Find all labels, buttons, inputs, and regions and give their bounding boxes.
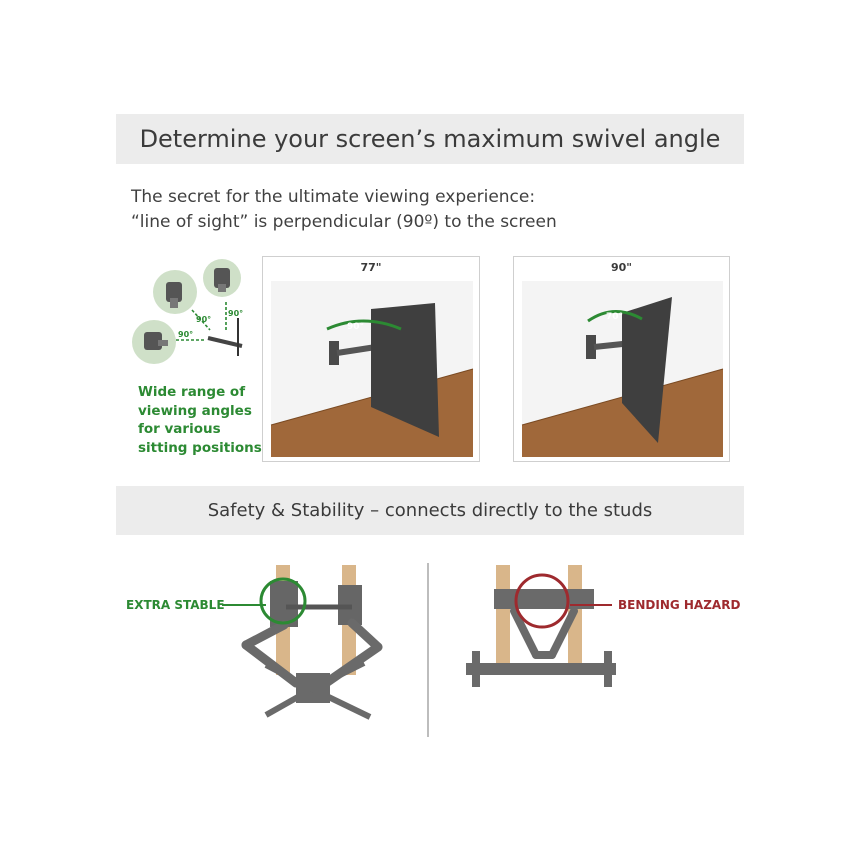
person-icon-top-left [166, 282, 182, 308]
stability-illustration [222, 563, 616, 737]
tv-bracket-arms-left [264, 660, 372, 720]
intro-text: The secret for the ultimate viewing expe… [131, 185, 731, 235]
viewing-positions-illustration: 90° 90° 90° [132, 259, 243, 364]
dual-arms [241, 618, 383, 688]
wall-plate [586, 335, 596, 359]
tv-swivel-illustration-90: 70° [521, 281, 724, 457]
safety-heading: Safety & Stability – connects directly t… [207, 500, 653, 521]
swivel-heading-band: Determine your screen’s maximum swivel a… [116, 114, 744, 164]
bending-hazard-label: BENDING HAZARD [618, 598, 741, 612]
extra-stable-label: EXTRA STABLE [126, 598, 225, 612]
intro-line-1: The secret for the ultimate viewing expe… [131, 187, 536, 207]
viewing-angles-caption: Wide range of viewing angles for various… [138, 383, 268, 457]
stability-comparison: EXTRA STABLE BENDING HAZARD [116, 555, 744, 745]
tv-screen [371, 303, 439, 437]
swivel-arrow-icon [587, 310, 643, 323]
angle-mark-1: 90° [196, 315, 211, 324]
viewing-positions-graphic: 90° 90° 90° [130, 258, 260, 386]
tv-size-label: 77" [360, 261, 382, 274]
viewing-angles-line-2: viewing angles [138, 402, 252, 419]
safety-heading-band: Safety & Stability – connects directly t… [116, 486, 744, 535]
viewing-angles-line-1: Wide range of [138, 384, 246, 400]
angle-badge: 70° [606, 312, 623, 322]
sightline-arrows-icon [176, 302, 227, 341]
tv-rail-end-left [472, 651, 480, 687]
wood-floor [522, 369, 723, 457]
stud-right-1 [496, 565, 510, 675]
screen-icon [207, 318, 243, 356]
person-icon-left [144, 332, 168, 350]
angle-badge: 90° [347, 322, 364, 332]
tv-size-label: 90" [610, 261, 633, 274]
tv-size-panel-90: 70° 90" [513, 256, 730, 462]
swivel-arrow-icon [326, 319, 402, 331]
wall-plate [329, 341, 339, 365]
tv-swivel-illustration-77: 90° [270, 281, 474, 457]
intro-line-2: “line of sight” is perpendicular (90º) t… [131, 212, 557, 232]
tv-screen [622, 297, 672, 443]
person-icon-top-right [214, 268, 230, 292]
stable-highlight-circle [259, 577, 307, 625]
viewing-angles-line-3: for various [138, 421, 221, 437]
swivel-heading: Determine your screen’s maximum swivel a… [139, 125, 721, 153]
tv-rail [466, 663, 616, 675]
hazard-highlight-circle [514, 573, 570, 629]
single-arm [510, 607, 578, 659]
tv-rail-end-right [604, 651, 612, 687]
tv-size-panel-77: 90° 77" [262, 256, 480, 462]
angle-mark-2: 90° [228, 309, 243, 318]
angle-mark-3: 90° [178, 330, 193, 339]
viewing-angles-line-4: sitting positions [138, 439, 262, 456]
